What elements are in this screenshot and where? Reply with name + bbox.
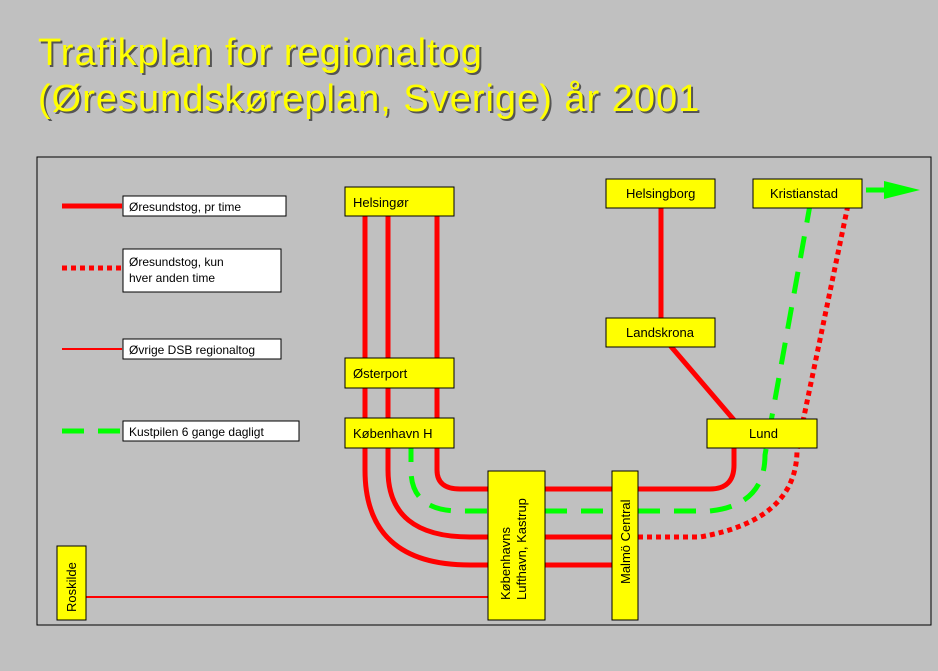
label-helsingor: Helsingør [353, 195, 409, 210]
legend-box-kustpilen [122, 420, 300, 442]
label-kobenhavn-h: København H [353, 426, 433, 441]
label-landskrona: Landskrona [626, 325, 695, 340]
station-lund [706, 418, 818, 449]
legend: Øresundstog, pr time Øresundstog, kun hv… [62, 195, 300, 442]
title-line-1: Trafikplan for regionaltog [38, 32, 483, 74]
red-route-outer [362, 215, 488, 568]
legend-box-hourly [122, 195, 287, 217]
label-helsingborg: Helsingborg [626, 186, 695, 201]
label-lund: Lund [749, 426, 778, 441]
label-roskilde: Roskilde [64, 562, 79, 612]
oresund-hourly-lines [362, 207, 737, 568]
legend-label-kustpilen: Kustpilen 6 gange dagligt [129, 425, 264, 439]
title-line-2: (Øresundskøreplan, Sverige) år 2001 [38, 78, 701, 120]
diagram-frame [36, 156, 932, 626]
stations [56, 178, 863, 621]
red-lund-landskrona [666, 341, 736, 422]
station-helsingborg [605, 178, 716, 209]
legend-label-two-hourly-2: hver anden time [129, 271, 215, 285]
label-osterport: Østerport [353, 366, 408, 381]
station-osterport [344, 357, 455, 389]
red-malmo-lund [638, 448, 737, 492]
station-lufthavn [487, 470, 546, 621]
red-route-inner [434, 215, 488, 492]
arrow-right-icon [884, 181, 920, 199]
station-malmo [611, 470, 639, 621]
oresund-two-hourly-line [638, 204, 851, 540]
legend-label-hourly: Øresundstog, pr time [129, 200, 241, 214]
legend-box-other-dsb [122, 338, 282, 360]
label-malmo: Malmö Central [618, 499, 633, 584]
legend-label-two-hourly-1: Øresundstog, kun [129, 255, 224, 269]
station-helsingor [344, 186, 455, 217]
station-landskrona [605, 317, 716, 348]
legend-label-other-dsb: Øvrige DSB regionaltog [129, 343, 255, 357]
station-kobenhavn-h [344, 417, 455, 449]
red-route-middle [385, 215, 488, 540]
station-roskilde [56, 545, 87, 621]
station-kristianstad [752, 178, 863, 209]
legend-box-two-hourly [122, 248, 282, 293]
label-kristianstad: Kristianstad [770, 186, 838, 201]
green-malmo-kristianstad [638, 204, 813, 514]
label-lufthavn-1: Københavns [498, 527, 513, 600]
page-title: Trafikplan for regionaltog (Øresundskøre… [38, 30, 700, 122]
label-lufthavn-2: Lufthavn, Kastrup [514, 498, 529, 600]
